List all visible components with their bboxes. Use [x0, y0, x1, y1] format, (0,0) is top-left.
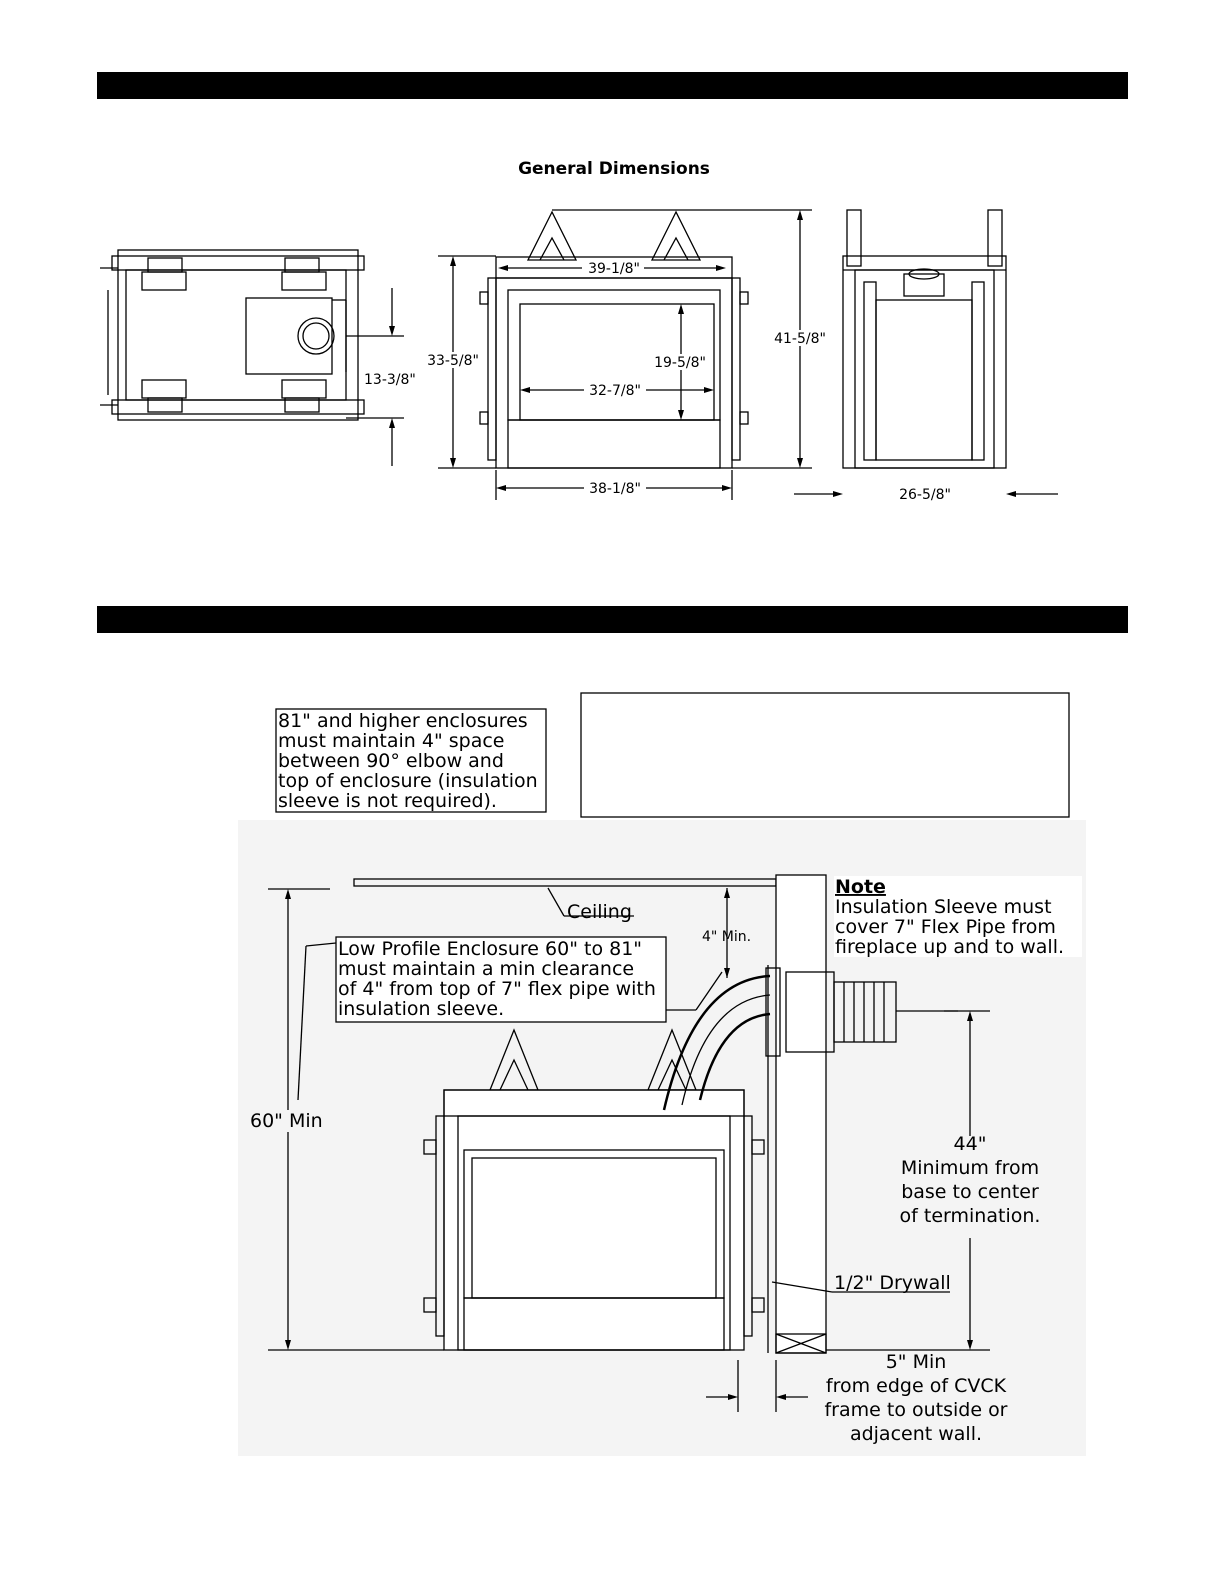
sixty-min-label: 60" Min [250, 1110, 323, 1132]
low-profile-callout [335, 936, 667, 1023]
callout-81-line-3: between 90° elbow and [278, 750, 504, 772]
five-min-line-4: adjacent wall. [850, 1423, 982, 1445]
callout-81-line-2: must maintain 4" space [278, 730, 504, 752]
front-base-width-label: 38-1/8" [589, 481, 641, 497]
five-min-line-1: 5" Min [886, 1351, 947, 1373]
four-min-label: 4" Min. [702, 929, 751, 945]
front-overall-height-label: 41-5/8" [774, 331, 826, 347]
top-view: 13-3/8" [100, 249, 416, 466]
section-header-bar-install [97, 606, 1128, 633]
note-title: Note [835, 876, 886, 898]
front-opening-width-label: 32-7/8" [589, 383, 641, 399]
note-line-1: Insulation Sleeve must [835, 896, 1052, 918]
empty-note-box [580, 692, 1070, 818]
low-profile-line-2: must maintain a min clearance [338, 958, 634, 980]
section-header-bar-top [97, 72, 1128, 99]
five-min-line-2: from edge of CVCK [826, 1375, 1007, 1397]
low-profile-line-4: insulation sleeve. [338, 998, 504, 1020]
side-depth-label: 26-5/8" [899, 487, 951, 503]
front-opening-height-label: 19-5/8" [654, 355, 706, 371]
side-view: 26-5/8" [794, 209, 1058, 503]
diagram-title: General Dimensions [518, 159, 710, 179]
callout-81-line-1: 81" and higher enclosures [278, 710, 528, 732]
forty-four-line-4: of termination. [900, 1205, 1041, 1227]
front-top-width-label: 39-1/8" [588, 261, 640, 277]
ceiling-label: Ceiling [567, 901, 632, 923]
front-height-label: 33-5/8" [427, 353, 479, 369]
front-view: 39-1/8" 33-5/8" 19-5/8" 32-7/8" 38-1/8" [423, 209, 830, 500]
forty-four-line-3: base to center [901, 1181, 1039, 1203]
note-line-3: fireplace up and to wall. [835, 936, 1064, 958]
callout-81-line-4: top of enclosure (insulation [278, 770, 538, 792]
callout-81-line-5: sleeve is not required). [278, 790, 497, 812]
note-line-2: cover 7" Flex Pipe from [835, 916, 1056, 938]
five-min-line-3: frame to outside or [824, 1399, 1007, 1421]
forty-four-line-2: Minimum from [901, 1157, 1039, 1179]
top-view-depth-label: 13-3/8" [364, 372, 416, 388]
install-diagram: 81" and higher enclosures must maintain … [238, 692, 1086, 1456]
forty-four-line-1: 44" [954, 1133, 987, 1155]
drywall-label: 1/2" Drywall [834, 1272, 951, 1294]
low-profile-line-1: Low Profile Enclosure 60" to 81" [338, 938, 642, 960]
low-profile-line-3: of 4" from top of 7" flex pipe with [338, 978, 656, 1000]
enclosure-81-callout [275, 708, 547, 813]
